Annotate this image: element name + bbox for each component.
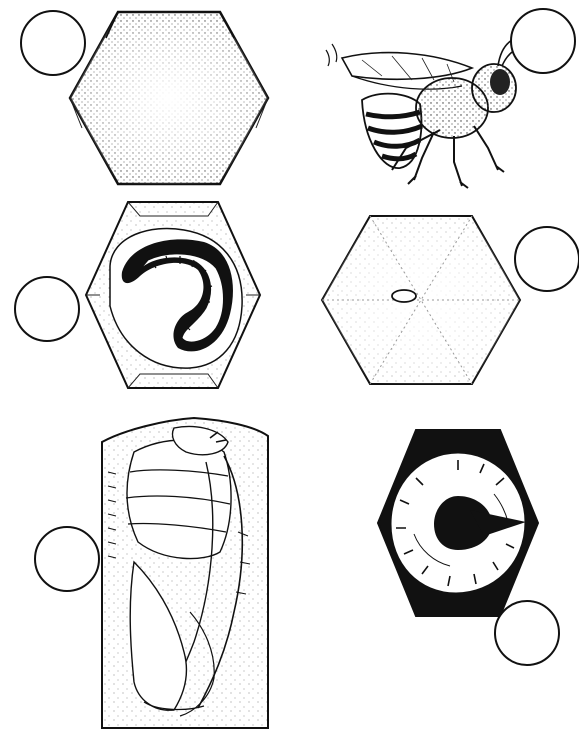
sealed-cell-answer-circle[interactable] xyxy=(20,10,86,76)
sealed-cell-drawing xyxy=(66,8,272,188)
egg-in-cell-drawing xyxy=(318,212,524,388)
adult-bee-answer-circle[interactable] xyxy=(510,8,576,74)
adult-bee-drawing xyxy=(322,30,532,190)
pupa-drawing xyxy=(94,412,274,732)
egg-in-cell-answer-circle[interactable] xyxy=(514,226,579,292)
larva-in-cell-drawing xyxy=(80,196,266,394)
pupa-answer-circle[interactable] xyxy=(34,526,100,592)
curled-larva-answer-circle[interactable] xyxy=(494,600,560,666)
curled-larva-drawing xyxy=(374,424,542,622)
larva-in-cell-answer-circle[interactable] xyxy=(14,276,80,342)
